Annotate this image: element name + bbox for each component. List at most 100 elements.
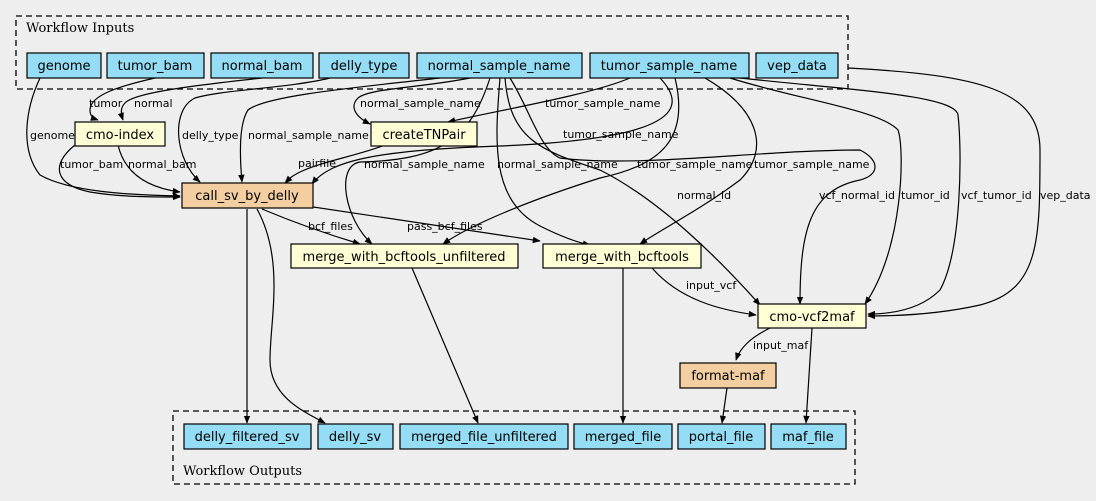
node-normal-sample-name-label: normal_sample_name	[428, 59, 571, 74]
edge-cmo-index-tumor-bam	[58, 144, 181, 201]
edge-label-pass-bcf-files: pass_bcf_files	[407, 220, 483, 233]
edge-vcf2maf-format-maf	[735, 327, 771, 361]
node-tumor-bam-label: tumor_bam	[118, 59, 193, 74]
node-vep-data-label: vep_data	[767, 59, 827, 74]
edge-format-maf-portal-file	[719, 387, 728, 424]
edge-tumor-sample-merge-bcftools	[639, 77, 758, 245]
node-merged-file-label: merged_file	[585, 430, 662, 445]
node-call-sv-by-delly-label: call_sv_by_delly	[195, 189, 299, 204]
node-maf-file[interactable]: maf_file	[770, 423, 847, 450]
edge-tumor-sample-vcf2maf-tumor-id	[729, 77, 902, 305]
edge-call-sv-merge-unfiltered	[261, 208, 361, 245]
node-delly-filtered-sv[interactable]: delly_filtered_sv	[183, 423, 312, 450]
node-delly-sv-label: delly_sv	[329, 430, 381, 445]
node-delly-type[interactable]: delly_type	[318, 52, 410, 79]
workflow-outputs-cluster: Workflow Outputs	[172, 410, 856, 485]
edge-tumor-sample-merge-unfiltered	[442, 77, 680, 245]
edge-normal-sample-merge-bcftools	[496, 77, 591, 247]
node-maf-file-label: maf_file	[782, 430, 834, 445]
node-call-sv-by-delly[interactable]: call_sv_by_delly	[181, 182, 314, 209]
edge-label-input-maf: input_maf	[753, 339, 809, 352]
node-delly-filtered-sv-label: delly_filtered_sv	[195, 430, 300, 445]
edge-label-tumor-sample-1: tumor_sample_name	[545, 97, 661, 110]
edge-normal-sample-vcf2maf-vcf-normal-id	[509, 77, 876, 305]
node-tumor-sample-name-label: tumor_sample_name	[601, 59, 737, 74]
edge-call-sv-delly-sv	[256, 208, 326, 424]
edge-call-sv-merge-bcftools	[299, 204, 541, 244]
workflow-inputs-label: Workflow Inputs	[26, 21, 134, 36]
edge-cmo-index-normal-bam	[117, 144, 181, 195]
node-tumor-bam[interactable]: tumor_bam	[106, 52, 205, 79]
nodes: genome tumor_bam normal_bam delly_type n…	[26, 52, 867, 450]
edge-label-delly-type: delly_type	[182, 129, 239, 142]
node-createtnpair-label: createTNPair	[382, 128, 466, 143]
edge-label-normal-sample-3: normal_sample_name	[364, 158, 485, 171]
node-tumor-sample-name[interactable]: tumor_sample_name	[589, 52, 750, 79]
node-format-maf-label: format-maf	[691, 369, 765, 384]
edge-label-tumor-id: tumor_id	[901, 189, 950, 202]
edge-tumor-sample-vcf2maf-vcf-tumor-id	[739, 77, 961, 318]
edge-label-vep-data: vep_data	[1040, 189, 1091, 202]
edge-vep-data-vcf2maf	[847, 67, 1041, 320]
edge-label-tumor: tumor	[89, 97, 123, 110]
node-merge-unfiltered-label: merge_with_bcftools_unfiltered	[303, 250, 506, 265]
edge-label-normal-sample-4: normal_sample_name	[497, 158, 618, 171]
node-merge-with-bcftools-unfiltered[interactable]: merge_with_bcftools_unfiltered	[290, 243, 519, 269]
edge-normal-sample-vcf2maf-normal-id	[504, 77, 761, 306]
node-merged-file-unfiltered[interactable]: merged_file_unfiltered	[399, 423, 569, 450]
edge-label-normal-sample-1: normal_sample_name	[248, 129, 369, 142]
workflow-outputs-label: Workflow Outputs	[183, 464, 302, 479]
edge-label-vcf-tumor-id: vcf_tumor_id	[961, 189, 1032, 202]
node-merge-bcftools-label: merge_with_bcftools	[555, 250, 689, 265]
node-cmo-index-label: cmo-index	[86, 128, 155, 143]
edge-label-normal: normal	[134, 97, 173, 110]
edge-vcf2maf-maf-file	[803, 327, 813, 424]
edge-genome-call-sv	[26, 77, 181, 200]
edge-label-tumor-sample-2: tumor_sample_name	[563, 128, 679, 141]
node-delly-sv[interactable]: delly_sv	[317, 423, 394, 450]
workflow-inputs-cluster: Workflow Inputs	[15, 15, 849, 90]
node-format-maf[interactable]: format-maf	[679, 362, 777, 389]
node-createtnpair[interactable]: createTNPair	[370, 121, 478, 147]
node-vep-data[interactable]: vep_data	[755, 52, 839, 79]
edge-label-input-vcf: input_vcf	[686, 279, 737, 292]
edge-merge-bcftools-vcf2maf	[651, 267, 757, 318]
node-genome-label: genome	[37, 59, 90, 74]
node-delly-type-label: delly_type	[331, 59, 398, 74]
node-normal-bam-label: normal_bam	[222, 59, 303, 74]
node-cmo-index[interactable]: cmo-index	[74, 121, 166, 147]
node-merge-with-bcftools[interactable]: merge_with_bcftools	[542, 243, 702, 269]
edge-labels: tumor normal genome tumor_bam normal_bam…	[30, 97, 1091, 352]
node-merged-file[interactable]: merged_file	[573, 423, 673, 450]
edge-merge-unfiltered-output	[411, 267, 479, 424]
node-portal-file[interactable]: portal_file	[677, 423, 766, 450]
edge-label-normal-id: normal_id	[677, 189, 731, 202]
edge-normal-sample-merge-unfiltered	[345, 77, 491, 245]
edge-normal-sample-createtnpair	[353, 77, 471, 125]
edge-label-normal-sample-2: normal_sample_name	[360, 97, 481, 110]
node-merged-file-unfiltered-label: merged_file_unfiltered	[411, 430, 557, 445]
node-genome[interactable]: genome	[26, 52, 102, 79]
edge-label-normal-bam: normal_bam	[128, 158, 196, 171]
edge-createtnpair-call-sv	[284, 144, 386, 184]
node-cmo-vcf2maf-label: cmo-vcf2maf	[769, 310, 855, 325]
node-normal-sample-name[interactable]: normal_sample_name	[416, 52, 583, 79]
edge-label-tumor-bam: tumor_bam	[60, 158, 123, 171]
edges	[26, 67, 1041, 424]
edge-tumor-bam-cmo-index	[89, 77, 156, 121]
edge-delly-type-call-sv	[177, 77, 331, 183]
node-portal-file-label: portal_file	[689, 430, 754, 445]
edge-label-genome: genome	[30, 129, 75, 142]
edge-normal-sample-call-sv	[238, 77, 441, 183]
node-cmo-vcf2maf[interactable]: cmo-vcf2maf	[757, 303, 867, 329]
node-normal-bam[interactable]: normal_bam	[210, 52, 314, 79]
edge-label-bcf-files: bcf_files	[308, 220, 353, 233]
edge-label-tumor-sample-3: tumor_sample_name	[637, 158, 753, 171]
edge-tumor-sample-call-sv	[311, 77, 673, 185]
edge-label-vcf-normal-id: vcf_normal_id	[819, 189, 895, 202]
edge-label-pairfile: pairfile	[298, 157, 336, 170]
edge-tumor-sample-createtnpair	[447, 77, 631, 124]
edge-label-tumor-sample-4: tumor_sample_name	[754, 158, 870, 171]
edge-normal-bam-cmo-index	[117, 77, 263, 121]
